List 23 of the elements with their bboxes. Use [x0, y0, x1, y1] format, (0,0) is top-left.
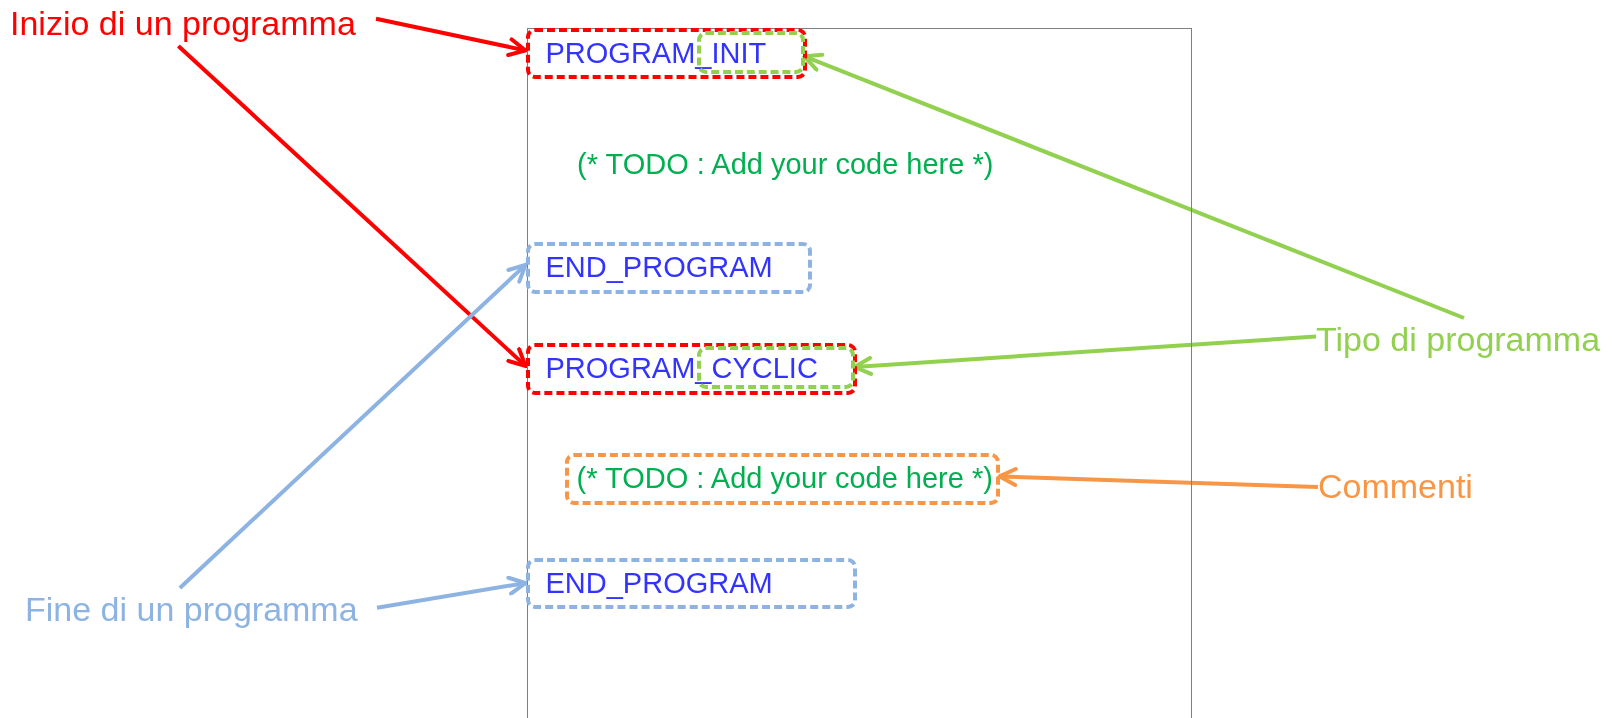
code-comment: (* TODO : Add your code here *): [576, 462, 993, 495]
arrow: [375, 16, 528, 57]
keyword-box: [525, 241, 812, 294]
code-keyword: PROGRAM_INIT: [545, 36, 767, 70]
keyword-box: [525, 557, 857, 609]
arrow: [376, 575, 528, 610]
code-comment: (* TODO : Add your code here *): [577, 148, 994, 181]
keyword-box: [525, 342, 857, 395]
comment-box: [564, 452, 1000, 505]
arrow: [177, 44, 528, 368]
annotation-label: Tipo di programma: [1316, 318, 1612, 362]
arrow: [997, 466, 1319, 489]
keyword-box: [525, 27, 807, 79]
arrow: [802, 52, 1465, 320]
annotation-label: Inizio di un programma: [10, 2, 376, 46]
arrow: [852, 334, 1317, 376]
code-keyword: END_PROGRAM: [545, 566, 773, 600]
code-keyword: END_PROGRAM: [545, 251, 773, 284]
code-panel: [527, 28, 1192, 718]
arrow: [178, 262, 528, 590]
annotation-label: Commenti: [1318, 465, 1478, 509]
annotation-label: Fine di un programma: [25, 588, 377, 632]
code-keyword: PROGRAM_CYCLIC: [545, 352, 818, 385]
